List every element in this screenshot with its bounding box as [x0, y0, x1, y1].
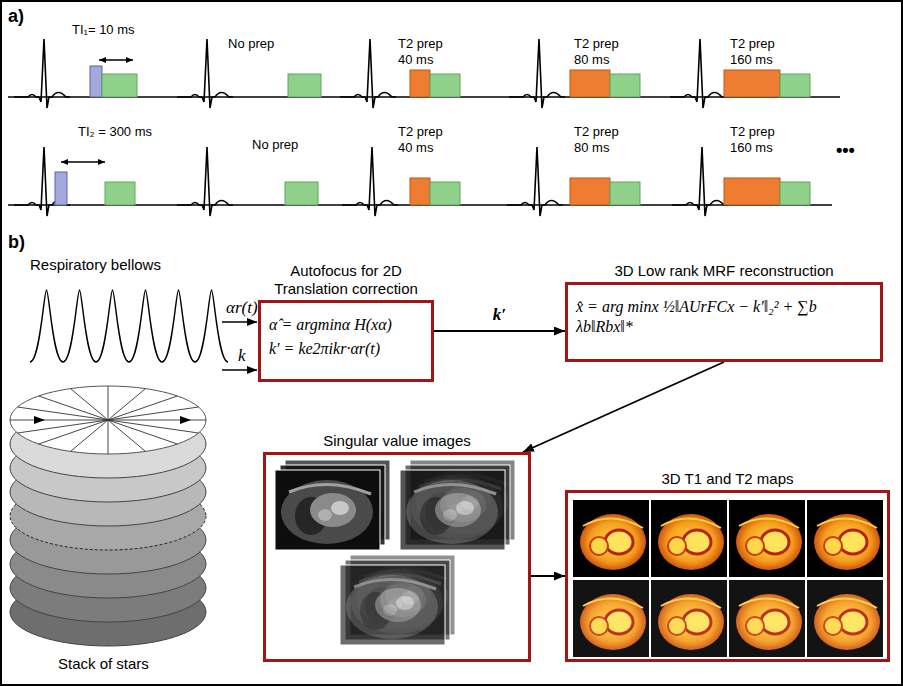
red-frame-box: 3D T1 and T2 maps [565, 470, 890, 662]
box-heading: Autofocus for 2D Translation correction [258, 262, 434, 298]
text-label: T2 prep 160 ms [730, 124, 794, 156]
text-label: T2 prep 160 ms [730, 36, 794, 68]
text-label: No prep [252, 137, 298, 153]
frame-border [263, 452, 531, 662]
text-label: TI₁= 10 ms [72, 22, 135, 38]
text-label: T2 prep 40 ms [398, 124, 458, 156]
text-label: No prep [228, 36, 274, 52]
box-heading: 3D Low rank MRF reconstruction [565, 262, 883, 280]
flow-arrow [523, 362, 724, 452]
text-label: TI₂ = 300 ms [78, 124, 152, 140]
frame-border [565, 490, 890, 662]
parameter-maps [573, 500, 883, 657]
frame-border: α̂ = argminα H(xα) k′ = ke2πikr·αr(t) [258, 300, 434, 382]
singular-value-images [275, 460, 515, 645]
text-label: ••• [836, 140, 855, 160]
red-frame-box: Autofocus for 2D Translation correctionα… [258, 262, 434, 382]
stack-of-stars [10, 386, 206, 646]
red-frame-box: Singular value images [263, 432, 531, 662]
respiratory-waveform [30, 290, 228, 362]
text-label: T2 prep 80 ms [574, 36, 634, 68]
flow-arrow [434, 330, 565, 332]
input-arrow [222, 369, 257, 371]
flow-arrow [531, 575, 565, 577]
text-label: αr(t) [226, 298, 258, 318]
text-label: T2 prep 80 ms [574, 124, 634, 156]
equation-text: k′ = ke2πikr·αr(t) [269, 339, 423, 359]
text-label: Stack of stars [58, 655, 149, 673]
equation-text: x̂ = arg minx ½‖AUrFCx − k′‖₂² + ∑b λb‖R… [576, 297, 872, 337]
text-label: b) [8, 232, 25, 252]
input-arrow [222, 321, 257, 323]
equation-text: α̂ = argminα H(xα) [269, 315, 423, 335]
frame-border: x̂ = arg minx ½‖AUrFCx − k′‖₂² + ∑b λb‖R… [565, 282, 883, 362]
red-frame-box: 3D Low rank MRF reconstruction x̂ = arg m… [565, 262, 883, 362]
box-heading: Singular value images [263, 432, 531, 450]
box-heading: 3D T1 and T2 maps [565, 470, 890, 488]
text-label: k [238, 346, 246, 366]
text-label: T2 prep 40 ms [398, 36, 458, 68]
text-label: a) [8, 6, 24, 26]
edge-label: k′ [491, 305, 508, 325]
text-label: Respiratory bellows [30, 256, 161, 274]
